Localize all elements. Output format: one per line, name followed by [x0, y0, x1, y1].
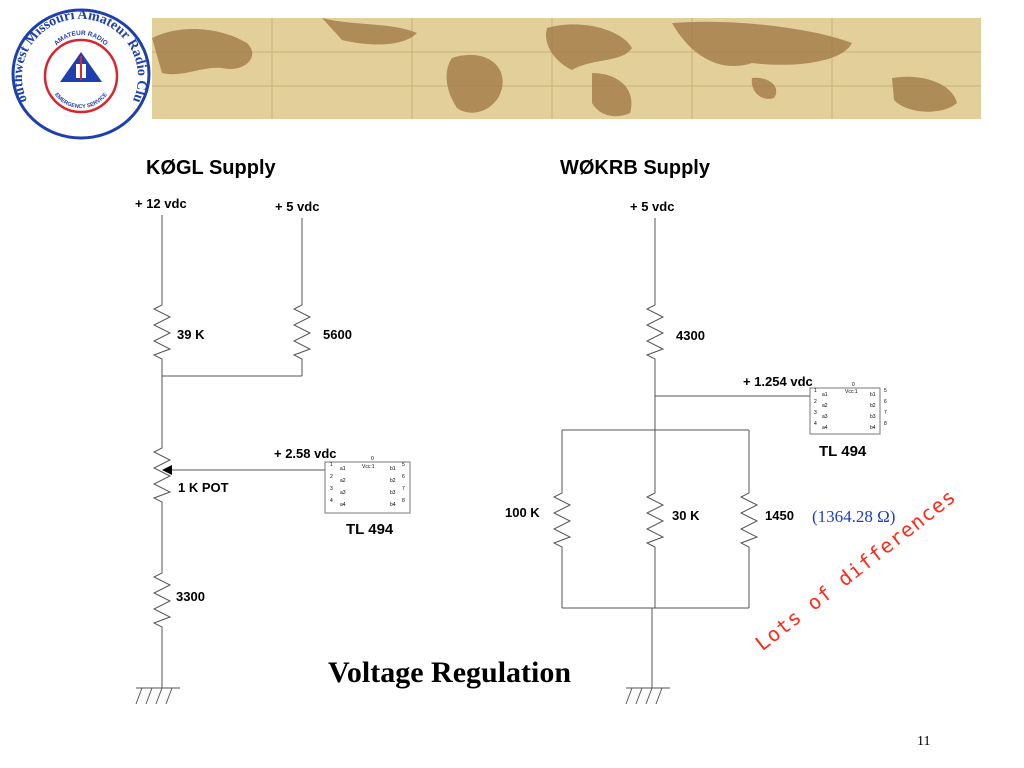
right-circuit-title: WØKRB Supply — [560, 157, 710, 179]
pot-label: 1 K POT — [178, 480, 229, 495]
world-map-banner — [152, 18, 981, 119]
chip-pin-number: 4 — [814, 421, 817, 427]
left-circuit-title: KØGL Supply — [146, 157, 276, 179]
chip-pin-number: 6 — [402, 474, 405, 480]
chip-pin-label: a2 — [822, 403, 828, 409]
chip-pin-number: 7 — [884, 410, 887, 416]
chip-pin-label: b3 — [870, 414, 876, 420]
chip-pin-number: 1 — [814, 388, 817, 394]
tl494-left-chip-body — [324, 461, 411, 514]
output-2-58v-label: + 2.58 vdc — [274, 446, 337, 461]
resistor-100k-symbol — [552, 490, 572, 552]
chip-pin-label: b2 — [870, 403, 876, 409]
resistor-1450-label: 1450 — [765, 508, 794, 523]
club-logo: Southwest Missouri Amateur Radio Club AM… — [8, 6, 151, 140]
ground-left-icon — [135, 687, 180, 705]
resistor-3300-label: 3300 — [176, 589, 205, 604]
ground-right-icon — [625, 687, 670, 705]
resistor-39k-label: 39 K — [177, 327, 205, 342]
chip-pin-number: 5 — [402, 462, 405, 468]
resistor-100k-label: 100 K — [505, 505, 540, 520]
chip-pin-label: b4 — [390, 502, 396, 508]
chip-vcc-label: Vcc:1 — [845, 389, 858, 395]
chip-pin-number: 1 — [330, 462, 333, 468]
chip-pin-label: a1 — [340, 466, 346, 472]
chip-pin-number: 5 — [884, 388, 887, 394]
chip-pin-number: 3 — [814, 410, 817, 416]
chip-pin-number: 0 — [371, 456, 374, 462]
resistor-5600-label: 5600 — [323, 327, 352, 342]
page-title: Voltage Regulation — [328, 656, 572, 689]
chip-pin-label: b4 — [870, 425, 876, 431]
chip-pin-number: 2 — [330, 474, 333, 480]
resistor-5600-symbol — [292, 300, 312, 364]
chip-pin-number: 3 — [330, 486, 333, 492]
tl494-right-label: TL 494 — [819, 443, 867, 460]
chip-pin-number: 2 — [814, 399, 817, 405]
chip-pin-label: b1 — [870, 392, 876, 398]
chip-pin-label: a2 — [340, 478, 346, 484]
resistor-3300-symbol — [152, 570, 172, 632]
resistor-39k-symbol — [152, 300, 172, 364]
supply-12v-label: + 12 vdc — [135, 196, 187, 211]
chip-pin-label: a3 — [340, 490, 346, 496]
tl494-left-label: TL 494 — [346, 521, 394, 538]
chip-pin-label: b1 — [390, 466, 396, 472]
chip-pin-number: 8 — [402, 498, 405, 504]
chip-pin-label: a4 — [340, 502, 346, 508]
resistor-4300-label: 4300 — [676, 328, 705, 343]
world-map-graphic — [152, 18, 981, 119]
supply-5v-right-label: + 5 vdc — [630, 199, 675, 214]
chip-vcc-label: Vcc:1 — [362, 464, 375, 470]
chip-pin-label: b3 — [390, 490, 396, 496]
resistor-4300-symbol — [645, 300, 665, 364]
chip-pin-number: 8 — [884, 421, 887, 427]
chip-pin-label: a4 — [822, 425, 828, 431]
page-number: 11 — [917, 734, 931, 749]
chip-pin-label: b2 — [390, 478, 396, 484]
pot-wiper-arrow-icon — [162, 465, 172, 475]
chip-pin-label: a3 — [822, 414, 828, 420]
chip-pin-number: 0 — [852, 382, 855, 388]
resistor-1450-symbol — [739, 490, 759, 552]
chip-pin-number: 4 — [330, 498, 333, 504]
output-1-254v-label: + 1.254 vdc — [743, 374, 813, 389]
equivalent-resistance-label: (1364.28 Ω) — [812, 507, 896, 526]
chip-pin-number: 7 — [402, 486, 405, 492]
chip-pin-number: 6 — [884, 399, 887, 405]
resistor-30k-label: 30 K — [672, 508, 700, 523]
supply-5v-left-label: + 5 vdc — [275, 199, 320, 214]
resistor-30k-symbol — [645, 490, 665, 552]
potentiometer-symbol — [152, 445, 172, 507]
chip-pin-label: a1 — [822, 392, 828, 398]
tl494-right-chip-body — [809, 387, 881, 435]
